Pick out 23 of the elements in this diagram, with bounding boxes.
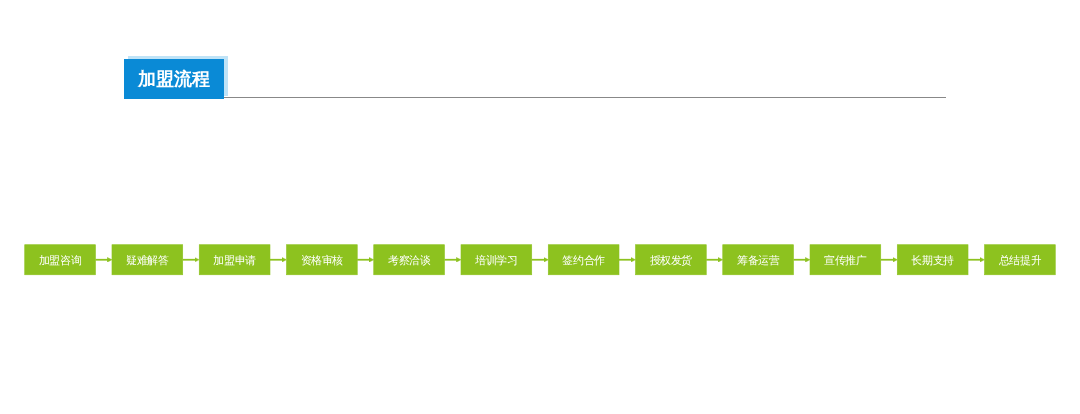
arrow bbox=[879, 257, 898, 263]
arrow bbox=[181, 257, 200, 263]
node-box: 资格审核 bbox=[286, 244, 358, 276]
arrow bbox=[705, 257, 723, 263]
arrow bbox=[792, 257, 811, 263]
node-box: 签约合作 bbox=[547, 244, 620, 276]
node-box: 加盟申请 bbox=[198, 244, 271, 276]
arrow bbox=[443, 257, 462, 263]
node-box: 筹备运营 bbox=[722, 244, 794, 276]
arrow bbox=[94, 257, 113, 263]
node-box: 总结提升 bbox=[984, 244, 1056, 276]
node-box: 疑难解答 bbox=[111, 244, 184, 276]
node-box: 加盟咨询 bbox=[24, 244, 96, 276]
node-box: 授权发货 bbox=[635, 244, 707, 276]
node-box: 考察洽谈 bbox=[373, 244, 445, 276]
arrow bbox=[530, 257, 549, 263]
arrow bbox=[618, 257, 636, 263]
node-box: 培训学习 bbox=[460, 244, 533, 276]
arrow bbox=[967, 257, 985, 263]
node-box: 长期支持 bbox=[896, 244, 969, 276]
arrow bbox=[356, 257, 374, 263]
arrow bbox=[269, 257, 287, 263]
node-box: 宣传推广 bbox=[809, 244, 882, 276]
